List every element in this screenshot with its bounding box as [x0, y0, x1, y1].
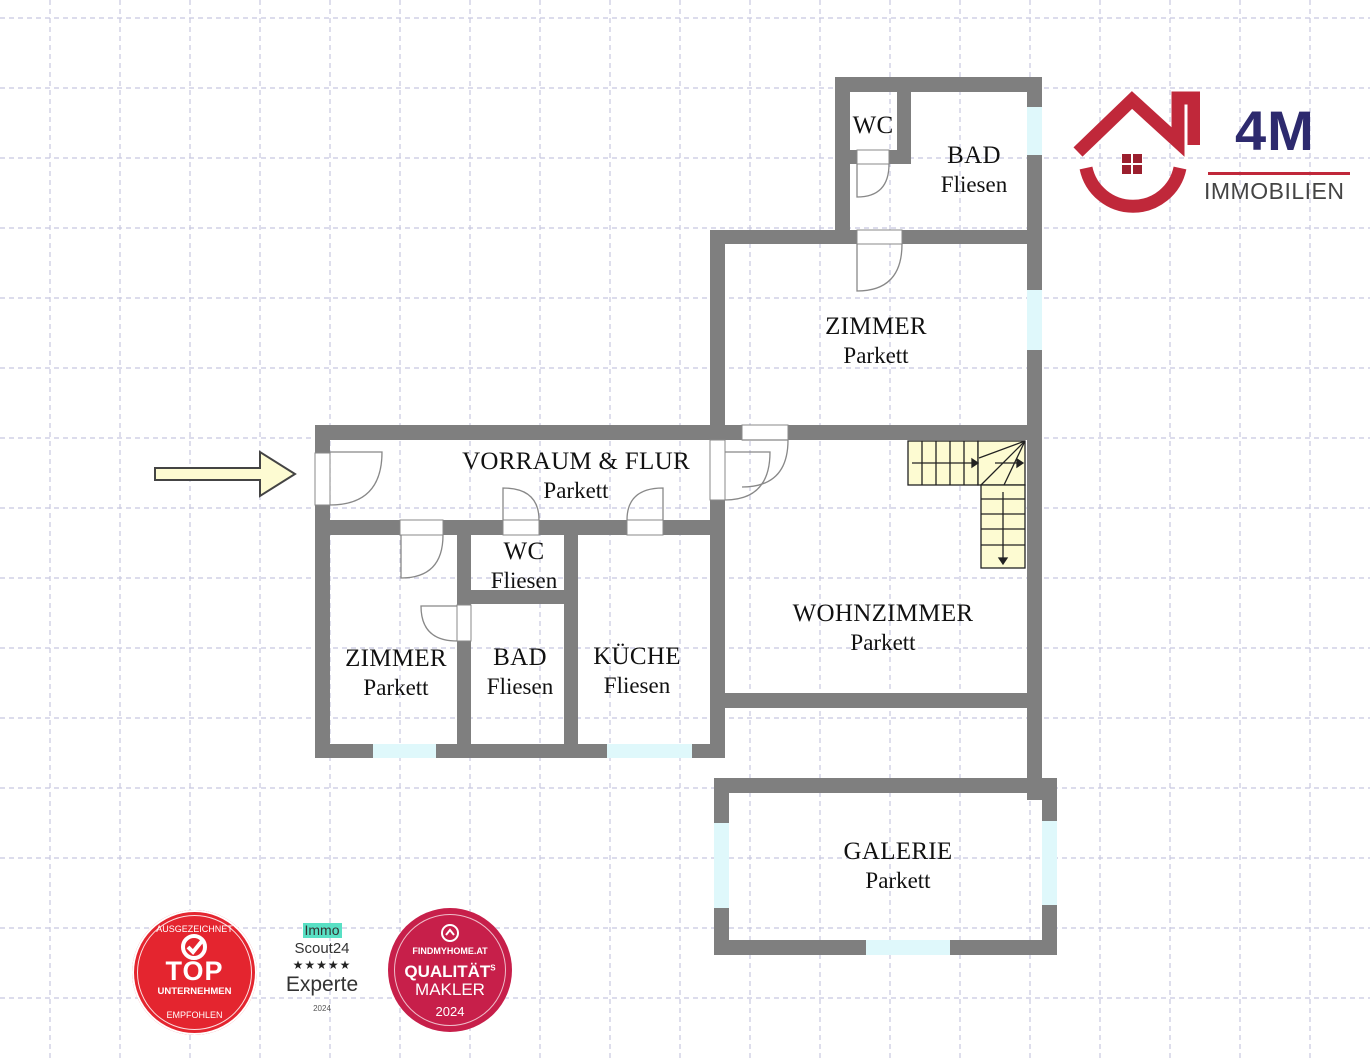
top-unternehmen-badge: AUSGEZEICHNET TOP UNTERNEHMEN EMPFOHLEN	[132, 910, 257, 1035]
windows	[373, 107, 1042, 758]
star-rating-icon: ★★★★★	[292, 958, 352, 972]
company-logo: 4M IMMOBILIEN	[1070, 90, 1365, 230]
galerie-walls	[714, 778, 1057, 955]
findmyhome-qualitaetsmakler-badge: FINDMYHOME.AT QUALITÄTS MAKLER 2024	[388, 908, 512, 1032]
room-label-wc-lower: WC Fliesen	[490, 538, 558, 593]
room-label-wc-upper: WC	[852, 112, 894, 139]
room-label-bad-upper: BAD Fliesen	[940, 142, 1008, 197]
room-label-kueche: KÜCHE Fliesen	[593, 643, 681, 698]
room-label-zimmer-upper: ZIMMER Parkett	[825, 313, 927, 368]
immoscout-experte-badge: Immo Scout24 ★★★★★ Experte 2024	[282, 922, 362, 1032]
logo-brand: 4M	[1235, 99, 1315, 162]
room-label-vorraum: VORRAUM & FLUR Parkett	[462, 448, 690, 503]
check-circle-icon	[181, 934, 207, 960]
home-circle-icon	[441, 924, 459, 942]
entrance-arrow	[154, 450, 297, 498]
room-label-zimmer-lower: ZIMMER Parkett	[345, 645, 447, 700]
staircase	[907, 440, 1026, 569]
logo-subtitle: IMMOBILIEN	[1204, 178, 1345, 204]
house-logo-icon	[1073, 91, 1200, 213]
room-label-bad-lower: BAD Fliesen	[486, 644, 554, 699]
room-label-galerie: GALERIE Parkett	[843, 838, 953, 893]
logo-divider	[1208, 172, 1350, 175]
room-label-wohnzimmer: WOHNZIMMER Parkett	[792, 600, 974, 655]
